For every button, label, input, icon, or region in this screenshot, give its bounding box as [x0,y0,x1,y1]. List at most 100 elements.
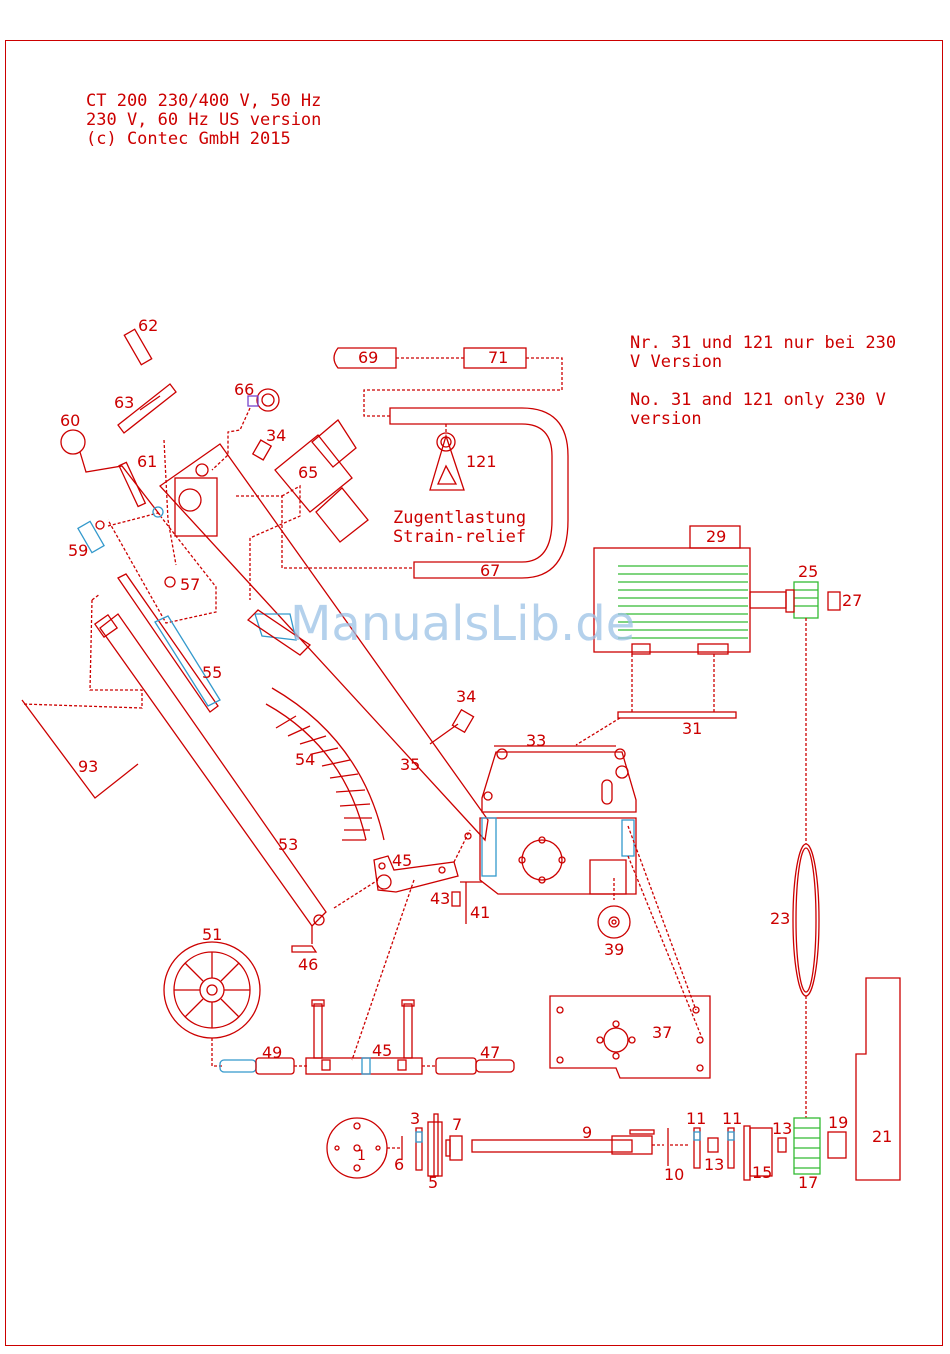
label-15: 15 [752,1163,772,1182]
label-71: 71 [488,348,508,367]
label-45-axle: 45 [372,1041,392,1060]
part-base-housing [464,817,637,895]
part-57-pin [164,576,176,588]
part-65-switch [274,419,369,543]
label-60: 60 [60,411,80,430]
part-13-spacer-left [707,1137,719,1153]
label-47: 47 [480,1043,500,1062]
part-53-tube [93,613,327,928]
label-6: 6 [394,1155,404,1174]
label-41: 41 [470,903,490,922]
part-11-bearing-right [727,1127,735,1169]
part-63-handwheel [117,383,177,434]
part-19-nut [827,1131,847,1159]
part-23-belt [792,618,820,1118]
leader-60 [79,451,161,516]
label-5: 5 [428,1173,438,1192]
label-27: 27 [842,591,862,610]
part-35-main-arm [159,443,489,842]
leader-37 [627,825,703,1039]
part-55-guide [117,573,221,713]
part-45-axle [305,999,423,1075]
label-3: 3 [410,1109,420,1128]
label-33: 33 [526,731,546,750]
leader-66 [211,407,251,471]
label-39: 39 [604,940,624,959]
part-49-axle-end-left [219,1057,295,1075]
part-62-handle-grip [123,328,153,366]
part-47-axle-end-right [435,1057,515,1075]
part-29-motor [593,525,787,655]
leader-31-33 [575,717,621,746]
label-11-right: 11 [722,1109,742,1128]
part-27-nut [827,591,841,611]
label-11-left: 11 [686,1109,706,1128]
label-57: 57 [180,575,200,594]
note-en-line-2: version [630,409,702,429]
part-93-tray [21,699,139,799]
part-45-lever [373,855,459,893]
label-51: 51 [202,925,222,944]
part-7-bushing [445,1135,463,1161]
label-54: 54 [295,750,315,769]
part-60-ball-knob [60,429,86,455]
part-54-bellows [265,687,385,841]
label-31: 31 [682,719,702,738]
leader-93 [21,593,143,709]
label-62: 62 [138,316,158,335]
label-67: 67 [480,561,500,580]
note-de-line-1: Nr. 31 und 121 nur bei 230 [630,333,897,353]
label-65: 65 [298,463,318,482]
part-13-spacer-right [777,1137,787,1153]
part-15-hub [743,1125,773,1181]
part-17-drive-pulley [793,1117,821,1175]
label-35: 35 [400,755,420,774]
label-69: 69 [358,348,378,367]
version-note: Nr. 31 und 121 nur bei 230 V Version No.… [630,334,896,429]
part-34-plug-upper [251,439,273,461]
wedge-part [254,613,297,641]
part-31-bracket [617,711,737,719]
part-39-pulley-small [597,878,631,939]
label-55: 55 [202,663,222,682]
leader-71-67 [363,357,563,417]
label-21: 21 [872,1127,892,1146]
label-93: 93 [78,757,98,776]
title-block: CT 200 230/400 V, 50 Hz 230 V, 60 Hz US … [86,92,321,149]
label-34-lower: 34 [456,687,476,706]
watermark: ManualsLib.de [290,596,636,652]
label-46: 46 [298,955,318,974]
label-1: 1 [357,1148,366,1164]
label-25: 25 [798,562,818,581]
label-121: 121 [466,452,497,471]
part-67-cable-loop [389,407,569,579]
label-17: 17 [798,1173,818,1192]
leader-45 [333,829,471,1061]
part-3-bearing [415,1127,423,1171]
part-121-strain-relief-clamp [429,424,465,491]
part-37-mounting-plate [549,995,711,1079]
wiring-dashed [236,484,412,600]
label-13-left: 13 [704,1155,724,1174]
part-25-motor-pulley [785,581,819,619]
label-19: 19 [828,1113,848,1132]
label-9: 9 [582,1123,592,1142]
drawing-frame [5,40,943,1346]
label-29: 29 [706,527,726,546]
label-7: 7 [452,1115,462,1134]
strain-relief-en: Strain-relief [393,527,527,547]
part-46-pin [291,926,318,953]
label-45-lever: 45 [392,851,412,870]
wedge-cover [246,609,312,656]
part-59-clamp [77,520,105,554]
part-9-shaft [471,1129,655,1155]
label-34-upper: 34 [266,426,286,445]
part-33-tension-plate [481,745,637,813]
label-61: 61 [137,452,157,471]
part-11-bearing-left [693,1127,701,1169]
label-49: 49 [262,1043,282,1062]
note-de-line-2: V Version [630,352,723,372]
label-63: 63 [114,393,134,412]
title-line-3: (c) Contec GmbH 2015 [86,129,291,149]
